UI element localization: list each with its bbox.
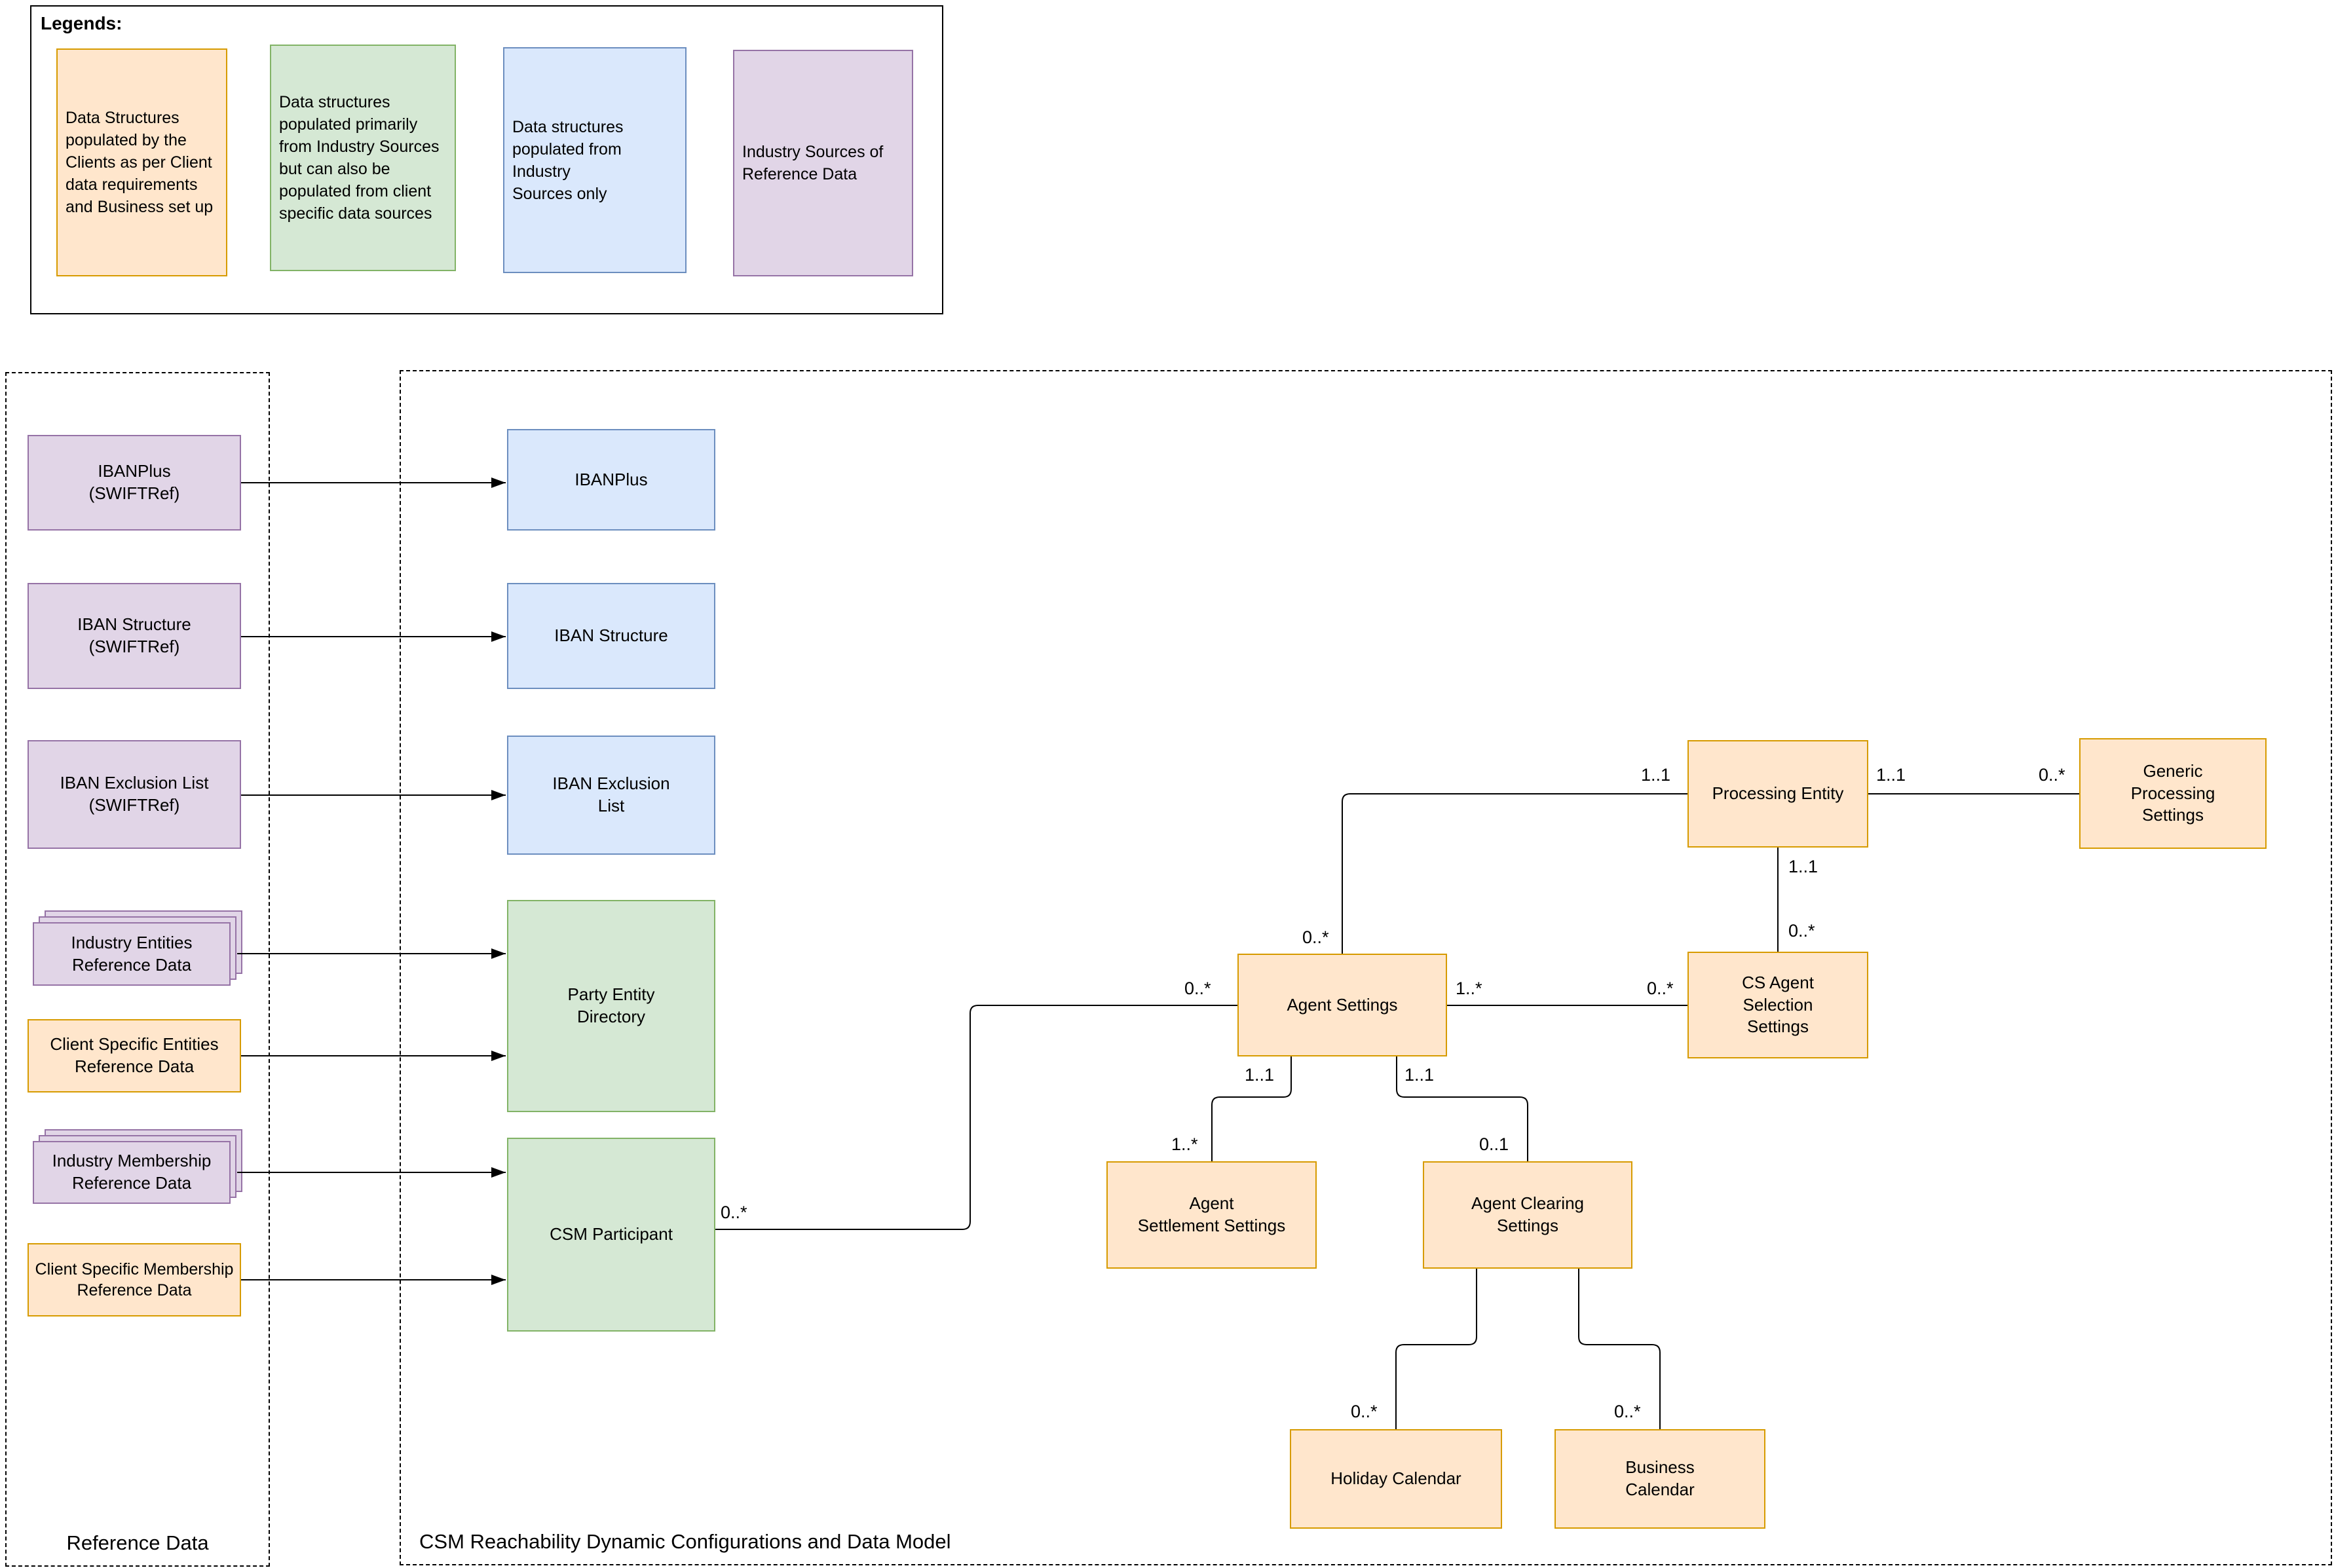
node-client-specific-entities-ref-data: Client Specific Entities Reference Data [28, 1019, 241, 1092]
cardinality-processing-to-cs-agent-to: 0..* [1788, 921, 1815, 941]
cardinality-agent-to-clearing-from: 1..1 [1404, 1065, 1435, 1085]
legend-title: Legends: [41, 13, 122, 33]
node-agent-settlement-settings: Agent Settlement Settings [1106, 1161, 1317, 1269]
node-business-calendar: Business Calendar [1554, 1429, 1765, 1529]
legend-item-client-populated: Data Structures populated by the Clients… [56, 48, 227, 276]
cardinality-clearing-to-business: 0..* [1614, 1402, 1641, 1421]
cardinality-agent-to-settlement-from: 1..1 [1245, 1065, 1275, 1085]
cardinality-agent-to-processing-to: 1..1 [1641, 765, 1671, 785]
node-processing-entity: Processing Entity [1687, 740, 1868, 848]
node-industry-entities-ref-data: Industry Entities Reference Data [33, 922, 231, 986]
node-iban-exclusion-swiftref: IBAN Exclusion List (SWIFTRef) [28, 740, 241, 849]
legend-item-industry-primary: Data structures populated primarily from… [270, 45, 456, 271]
node-client-specific-membership-ref-data: Client Specific Membership Reference Dat… [28, 1243, 241, 1316]
cardinality-agent-to-cs-agent-to: 0..* [1647, 979, 1674, 998]
node-agent-settings: Agent Settings [1237, 954, 1447, 1056]
node-generic-processing-settings: Generic Processing Settings [2079, 738, 2267, 849]
node-party-entity-directory: Party Entity Directory [507, 900, 715, 1112]
legend-container: Legends: Data Structures populated by th… [30, 5, 943, 314]
node-holiday-calendar: Holiday Calendar [1290, 1429, 1502, 1529]
cardinality-processing-to-generic-from: 1..1 [1876, 765, 1906, 785]
node-iban-exclusion-list: IBAN Exclusion List [507, 736, 715, 855]
legend-item-industry-only: Data structures populated from Industry … [503, 47, 687, 273]
cardinality-agent-to-clearing-to: 0..1 [1479, 1134, 1509, 1154]
cardinality-clearing-to-holiday: 0..* [1351, 1402, 1378, 1421]
node-agent-clearing-settings: Agent Clearing Settings [1423, 1161, 1632, 1269]
reference-data-panel-label: Reference Data [66, 1531, 209, 1554]
cardinality-csm-to-agent-from: 0..* [721, 1203, 747, 1222]
legend-item-industry-sources: Industry Sources of Reference Data [733, 50, 913, 276]
node-csm-participant: CSM Participant [507, 1138, 715, 1332]
reference-data-panel [5, 372, 270, 1567]
cardinality-processing-to-generic-to: 0..* [2039, 765, 2065, 785]
cardinality-agent-to-settlement-to: 1..* [1171, 1134, 1198, 1154]
cardinality-csm-to-agent-to: 0..* [1184, 979, 1211, 998]
cardinality-agent-to-cs-agent-from: 1..* [1456, 979, 1482, 998]
cardinality-processing-to-cs-agent-from: 1..1 [1788, 857, 1818, 876]
cardinality-agent-to-processing-from: 0..* [1302, 927, 1329, 947]
model-panel [400, 370, 2332, 1565]
node-cs-agent-selection-settings: CS Agent Selection Settings [1687, 952, 1868, 1058]
model-panel-label: CSM Reachability Dynamic Configurations … [419, 1530, 951, 1553]
node-iban-structure-swiftref: IBAN Structure (SWIFTRef) [28, 583, 241, 689]
node-industry-membership-ref-data: Industry Membership Reference Data [33, 1141, 231, 1204]
node-ibanplus: IBANPlus [507, 429, 715, 531]
node-ibanplus-swiftref: IBANPlus (SWIFTRef) [28, 435, 241, 531]
node-iban-structure: IBAN Structure [507, 583, 715, 689]
